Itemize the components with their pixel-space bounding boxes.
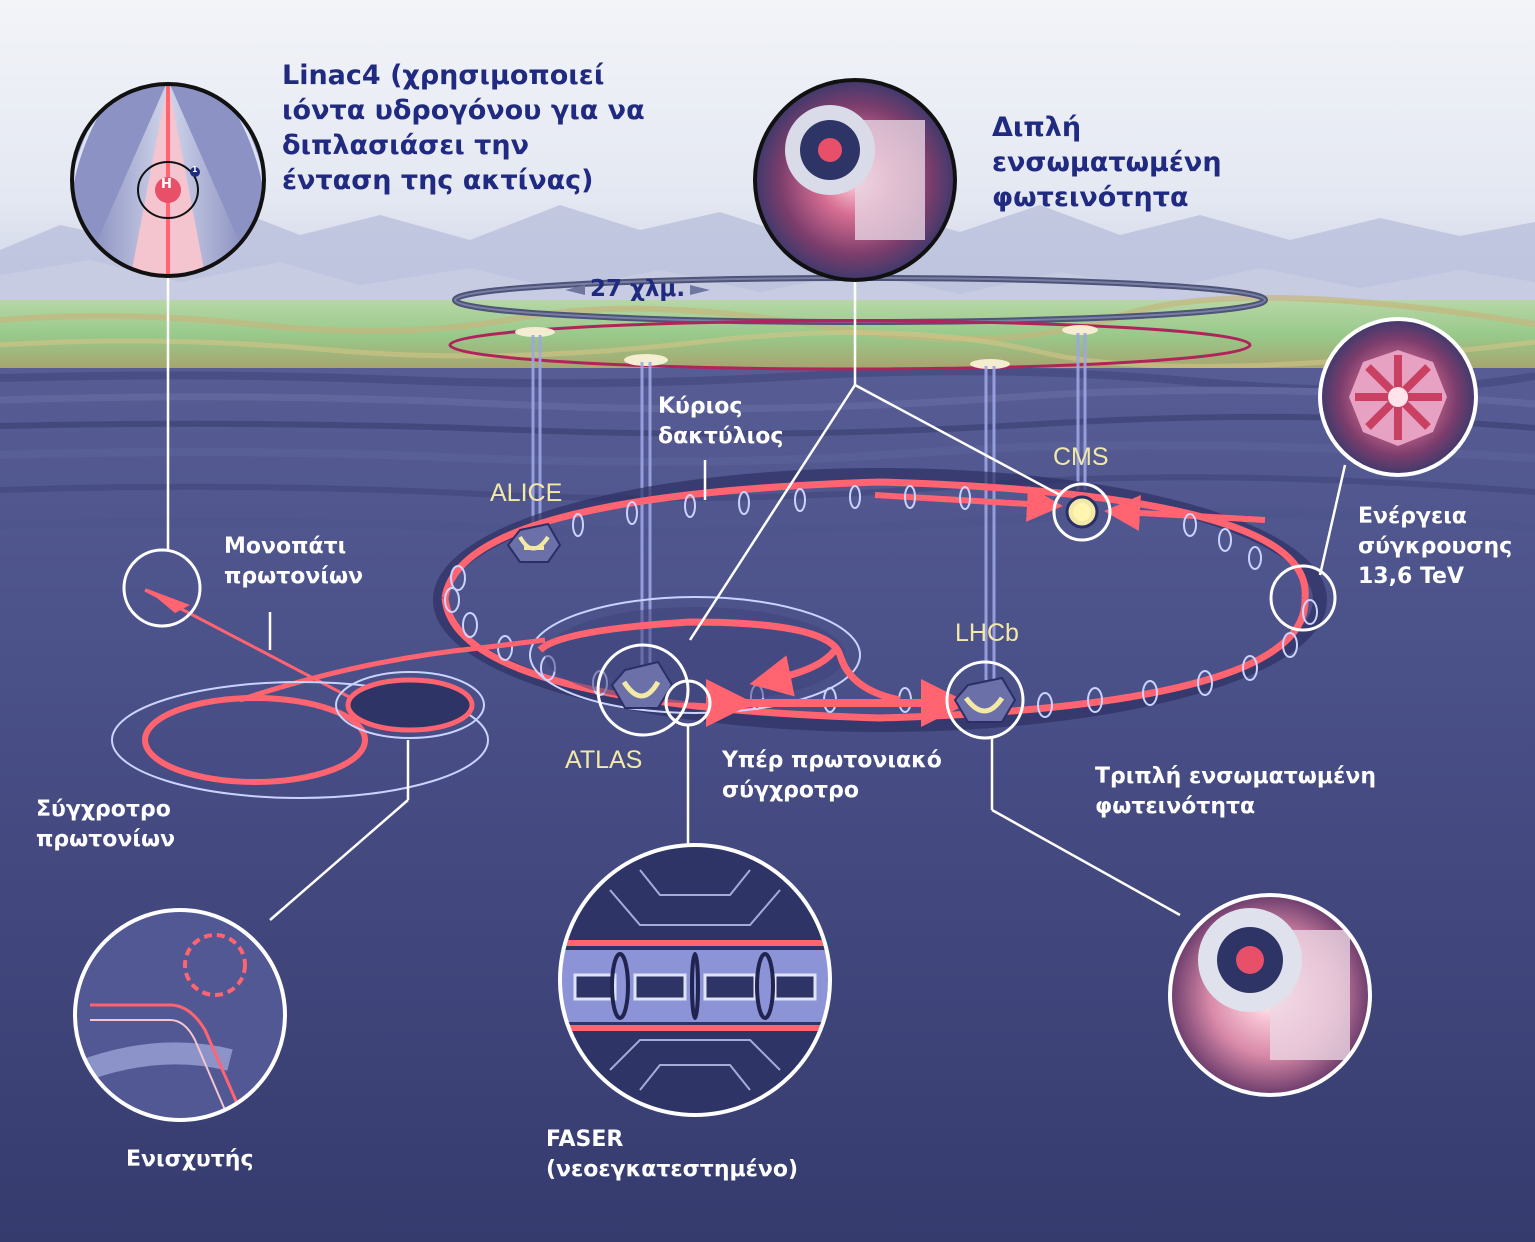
atlas-label: ATLAS [565, 746, 643, 774]
lhcb-detector[interactable] [953, 676, 1017, 723]
main-ring-beam-back [441, 478, 1309, 599]
faser-inset [558, 843, 832, 1117]
double-luminosity-line: φωτεινότητα [992, 182, 1189, 213]
collision-energy-line: Ενέργεια [1358, 504, 1467, 529]
faser-label: FASER (νεοεγκατεστημένο) [546, 1125, 798, 1185]
proton-synchrotron-line: Σύγχροτρο [36, 797, 171, 822]
alice-label: ALICE [490, 479, 563, 507]
linac4-label: Linac4 (χρησιμοποιεί ιόντα υδρογόνου για… [282, 58, 645, 198]
linac4-label-line: ένταση της ακτίνας) [282, 165, 594, 196]
booster-inset [73, 908, 287, 1122]
proton-path-label: Μονοπάτι πρωτονίων [224, 532, 363, 592]
ps-ring [111, 681, 489, 799]
double-luminosity-line: ενσωματωμένη [992, 147, 1222, 178]
proton-synchrotron-line: πρωτονίων [36, 827, 176, 852]
main-ring-line: δακτύλιος [658, 424, 784, 449]
cms-detector[interactable] [1065, 495, 1099, 529]
double-luminosity-inset [753, 78, 957, 282]
triple-luminosity-line: φωτεινότητα [1095, 794, 1256, 819]
rock-strata [0, 367, 1535, 537]
hydrogen-atom-icon [155, 177, 181, 203]
hydrogen-symbol: H [161, 177, 172, 192]
booster-label: Ενισχυτής [126, 1147, 254, 1172]
electron-symbol: 1 [192, 165, 198, 174]
linac4-label-line: διπλασιάσει την [282, 130, 529, 161]
booster-ring [345, 677, 475, 733]
sps-line: Υπέρ πρωτονιακό [722, 748, 942, 773]
collision-energy-line: σύγκρουσης [1358, 534, 1513, 559]
main-ring-line: Κύριος [658, 394, 743, 419]
linac4-label-line: ιόντα υδρογόνου για να [282, 95, 645, 126]
triple-luminosity-label: Τριπλή ενσωματωμένη φωτεινότητα [1095, 762, 1376, 822]
callout-markers [122, 482, 1337, 740]
linac4-inset [70, 82, 266, 278]
faser-line: FASER [546, 1127, 624, 1152]
triple-luminosity-inset [1168, 893, 1372, 1097]
double-luminosity-line: Διπλή [992, 112, 1082, 143]
collision-energy-line: 13,6 TeV [1358, 564, 1464, 589]
sps-ring [529, 596, 861, 714]
circumference-label: 27 χλμ. [590, 276, 686, 302]
callout-lines [166, 276, 1347, 921]
lhcb-label: LHCb [955, 619, 1019, 647]
alice-detector[interactable] [506, 522, 562, 563]
faser-line: (νεοεγκατεστημένο) [546, 1157, 799, 1182]
proton-path-line: πρωτονίων [224, 564, 364, 589]
linac4-label-line: Linac4 (χρησιμοποιεί [282, 60, 605, 91]
triple-luminosity-line: Τριπλή ενσωματωμένη [1095, 764, 1377, 789]
main-ring-label: Κύριος δακτύλιος [658, 392, 783, 452]
double-luminosity-label: Διπλή ενσωματωμένη φωτεινότητα [992, 110, 1222, 215]
sps-label: Υπέρ πρωτονιακό σύγχροτρο [722, 746, 942, 806]
surface-ring [448, 319, 1252, 371]
collision-energy-inset [1318, 317, 1478, 477]
proton-path-line: Μονοπάτι [224, 534, 347, 559]
cms-label: CMS [1053, 443, 1109, 471]
sps-line: σύγχροτρο [722, 778, 859, 803]
collision-energy-label: Ενέργεια σύγκρουσης 13,6 TeV [1358, 502, 1512, 592]
atlas-detector[interactable] [610, 660, 674, 709]
proton-synchrotron-label: Σύγχροτρο πρωτονίων [36, 795, 175, 855]
electron-icon [190, 167, 200, 177]
